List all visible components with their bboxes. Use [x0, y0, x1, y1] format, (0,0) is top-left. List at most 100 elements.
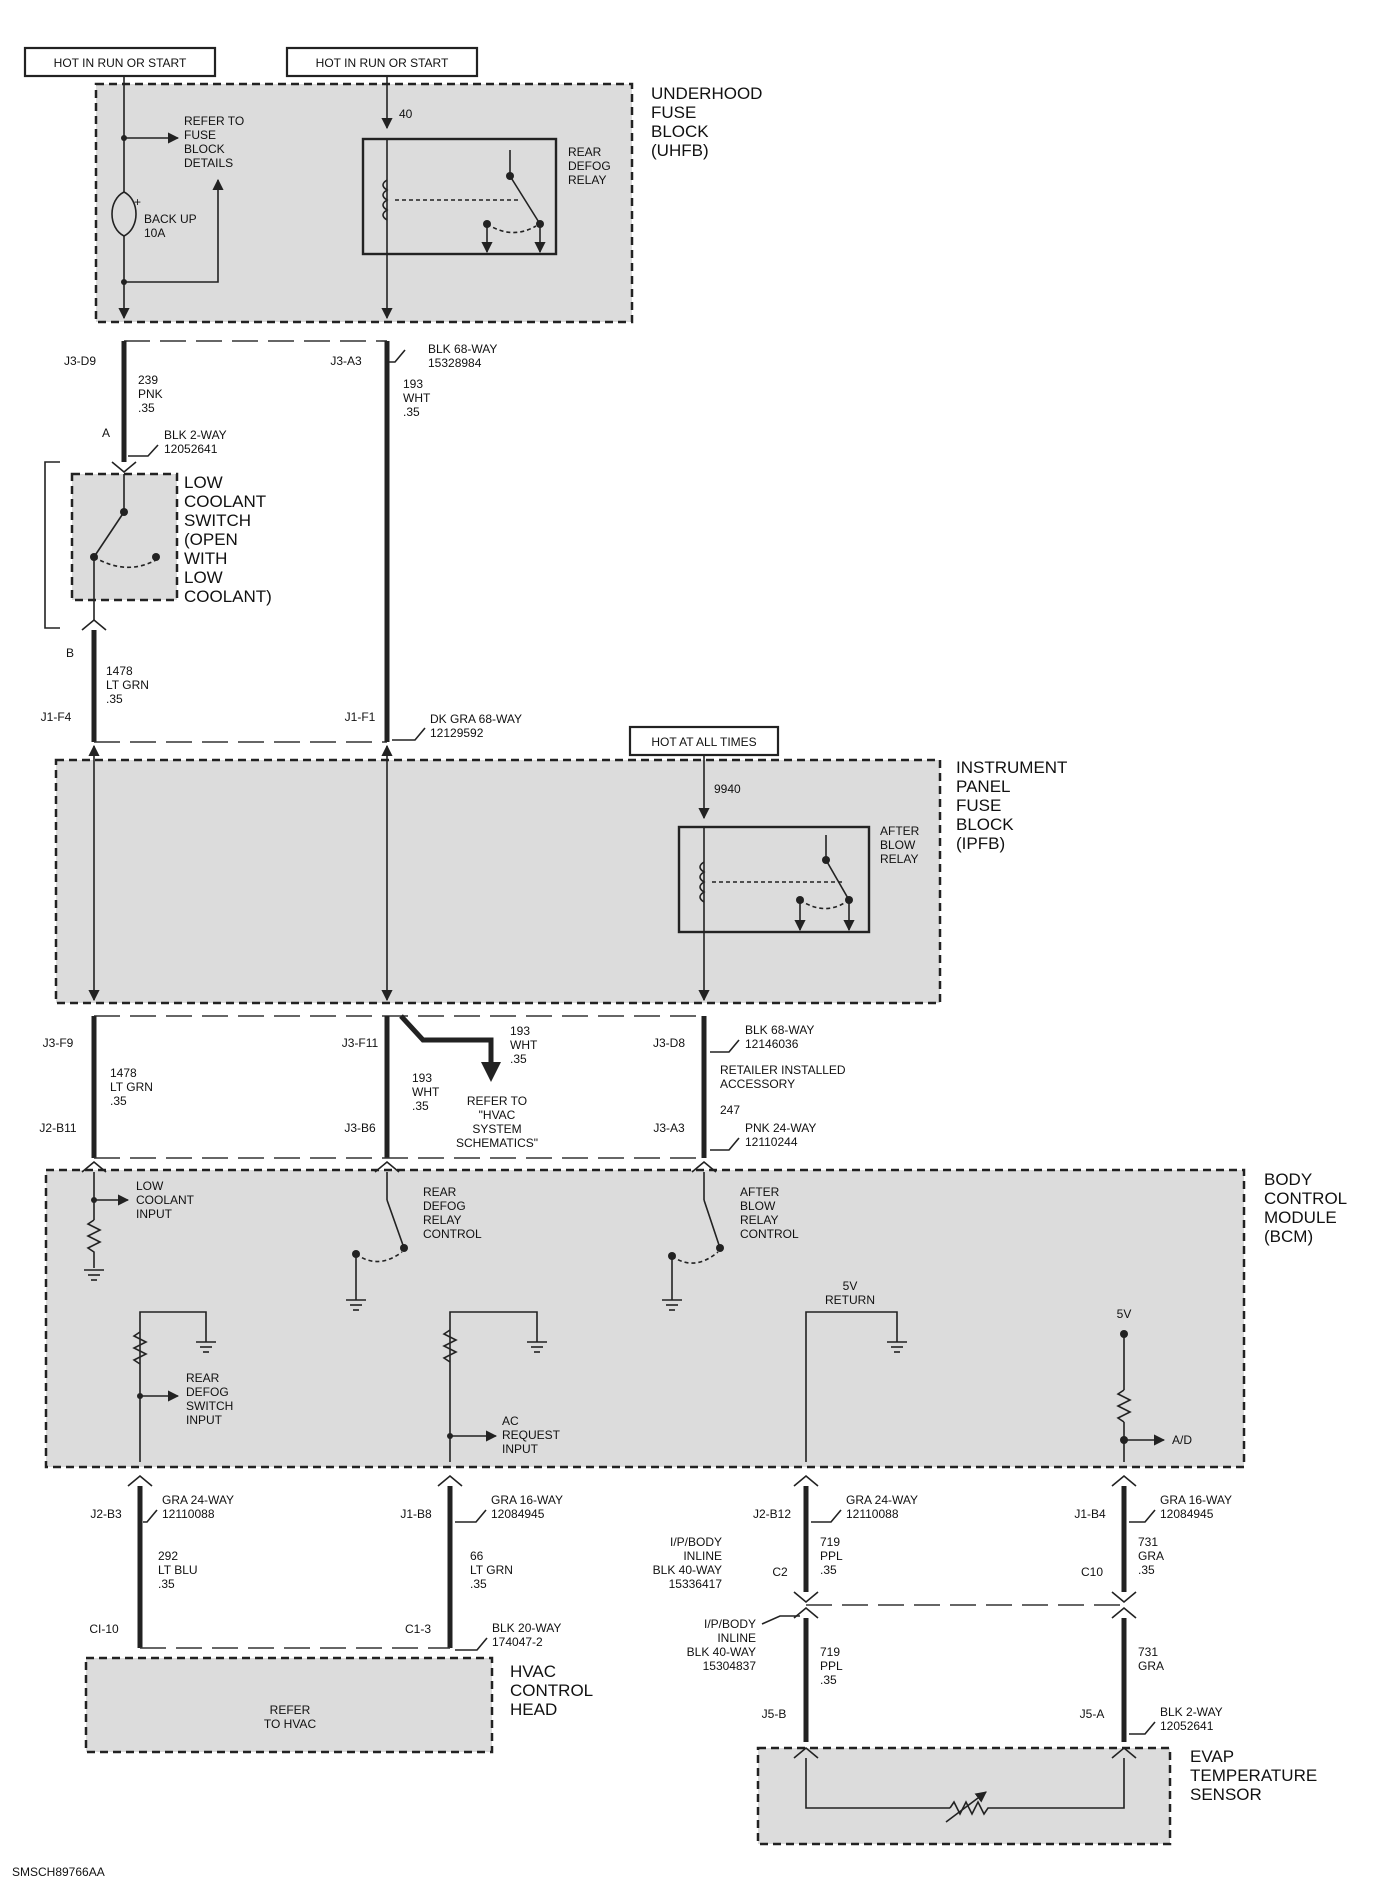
wire-1478-gauge: .35	[106, 692, 123, 706]
blk2-connector-type: BLK 2-WAY	[1160, 1705, 1223, 1719]
inline-top-label: INLINE	[683, 1549, 722, 1563]
wire-239-gauge: .35	[138, 401, 155, 415]
wire-193-bcm-number: 193	[412, 1071, 432, 1085]
wire-719b-color: PPL	[820, 1659, 843, 1673]
ac-request-label: REQUEST	[502, 1428, 561, 1442]
wire-193-top-color: WHT	[510, 1038, 538, 1052]
after-blow-relay-label: RELAY	[880, 852, 918, 866]
uhfb-refer-text: REFER TO FUSE BLOCK DETAILS	[184, 114, 244, 170]
backup-fuse-symbol	[111, 191, 137, 237]
pin-c1-10: CI-10	[89, 1622, 119, 1636]
blk20-connector-part: 174047-2	[492, 1635, 543, 1649]
ipfb-title-line: INSTRUMENT	[956, 758, 1067, 777]
instrument-panel-fuse-block	[54, 758, 942, 1005]
wire-719-gauge: .35	[820, 1563, 837, 1577]
hvac-control-head	[84, 1656, 494, 1754]
wire-731-color: GRA	[1138, 1549, 1164, 1563]
low-coolant-input-label: COOLANT	[136, 1193, 195, 1207]
pin-j1-b4: J1-B4	[1074, 1507, 1106, 1521]
low-coolant-switch-title: LOW COOLANT SWITCH (OPEN WITH LOW COOLAN…	[184, 473, 272, 606]
bcm-title-line: BODY	[1264, 1170, 1312, 1189]
wire-719-color: PPL	[820, 1549, 843, 1563]
switch-pin-a: A	[102, 426, 110, 440]
wire-731-gauge: .35	[1138, 1563, 1155, 1577]
inline-top-label: 15336417	[669, 1577, 723, 1591]
pin-j5-a: J5-A	[1080, 1707, 1105, 1721]
pin-c10: C10	[1081, 1565, 1103, 1579]
switch-title-line: SWITCH	[184, 511, 251, 530]
rear-defog-switch-label: SWITCH	[186, 1399, 233, 1413]
uhfb-refer-line: DETAILS	[184, 156, 233, 170]
wire-1478-number: 1478	[106, 664, 133, 678]
gra16-connector-type: GRA 16-WAY	[491, 1493, 563, 1507]
wire-193-top-number: 193	[510, 1024, 530, 1038]
hvac-refer-text: TO HVAC	[264, 1717, 317, 1731]
low-coolant-input-label: INPUT	[136, 1207, 173, 1221]
wire-719-number: 719	[820, 1535, 840, 1549]
switch-title-line: LOW	[184, 473, 223, 492]
inline-top-label: I/P/BODY	[670, 1535, 722, 1549]
inline-bottom-label: INLINE	[717, 1631, 756, 1645]
hot-all-times-label: HOT AT ALL TIMES	[628, 725, 780, 757]
rear-defog-relay-label: RELAY	[568, 173, 606, 187]
pnk-connector-part: 12110244	[745, 1135, 798, 1149]
bcm-title-line: MODULE	[1264, 1208, 1337, 1227]
rear-defog-control-label: REAR	[423, 1185, 457, 1199]
uhfb-title-line: UNDERHOOD	[651, 84, 762, 103]
after-blow-control-label: AFTER	[740, 1185, 780, 1199]
wire-193-gauge: .35	[403, 405, 420, 419]
wire-1478b-gauge: .35	[110, 1094, 127, 1108]
hvac-refer-text: REFER	[270, 1703, 311, 1717]
rear-defog-switch-label: INPUT	[186, 1413, 223, 1427]
low-coolant-switch	[70, 472, 179, 606]
after-blow-relay	[677, 825, 871, 934]
inline-bottom-label: BLK 40-WAY	[687, 1645, 756, 1659]
after-blow-control-label: CONTROL	[740, 1227, 799, 1241]
rear-defog-control-label: DEFOG	[423, 1199, 466, 1213]
ipfb-title-line: FUSE	[956, 796, 1001, 815]
gra24b-connector-part: 12110088	[846, 1507, 899, 1521]
after-blow-relay-label: AFTER	[880, 824, 920, 838]
uhfb-refer-line: BLOCK	[184, 142, 225, 156]
uhfb-title-line: BLOCK	[651, 122, 709, 141]
pin-j3-b6: J3-B6	[344, 1121, 376, 1135]
blk20-connector-type: BLK 20-WAY	[492, 1621, 561, 1635]
ipfb-title-line: BLOCK	[956, 815, 1014, 834]
pin-j5-b: J5-B	[762, 1707, 787, 1721]
gra24b-connector-type: GRA 24-WAY	[846, 1493, 918, 1507]
inline-bottom-label: I/P/BODY	[704, 1617, 756, 1631]
blk2-connector-part: 12052641	[1160, 1719, 1214, 1733]
wire-292-gauge: .35	[158, 1577, 175, 1591]
five-v-label: 5V	[1117, 1307, 1132, 1321]
pin-c2: C2	[772, 1565, 788, 1579]
after-blow-control-label: RELAY	[740, 1213, 778, 1227]
gra24-connector-part: 12110088	[162, 1507, 215, 1521]
ad-label: A/D	[1172, 1433, 1192, 1447]
pin-j2-b11: J2-B11	[39, 1121, 76, 1135]
wire-193-color: WHT	[403, 391, 431, 405]
bcm-title: BODY CONTROL MODULE (BCM)	[1264, 1170, 1347, 1246]
wire-731-number: 731	[1138, 1535, 1158, 1549]
bcm-title-line: (BCM)	[1264, 1227, 1313, 1246]
ipfb-fuse-number: 9940	[714, 782, 741, 796]
backup-fuse-label: BACK UP	[144, 212, 197, 226]
gra16-connector-part: 12084945	[491, 1507, 545, 1521]
wire-292-color: LT BLU	[158, 1563, 198, 1577]
refer-hvac-line: SYSTEM	[472, 1122, 521, 1136]
fuse-plus-sign: +	[134, 195, 141, 209]
conn1-connector-part: 15328984	[428, 356, 482, 370]
rear-defog-switch-label: REAR	[186, 1371, 220, 1385]
ipfb-title-line: PANEL	[956, 777, 1011, 796]
pin-j3-d8: J3-D8	[653, 1036, 685, 1050]
pin-c1-3: C1-3	[405, 1622, 431, 1636]
diagram-code: SMSCH89766AA	[12, 1865, 105, 1879]
pin-j3-f11: J3-F11	[342, 1036, 379, 1050]
body-control-module	[44, 1168, 1246, 1469]
wire-66-number: 66	[470, 1549, 484, 1563]
rear-defog-relay-label: REAR	[568, 145, 602, 159]
wire-731b-color: GRA	[1138, 1659, 1164, 1673]
ipfb-title: INSTRUMENT PANEL FUSE BLOCK (IPFB)	[956, 758, 1067, 853]
rear-defog-control-label: RELAY	[423, 1213, 461, 1227]
gra16b-connector-part: 12084945	[1160, 1507, 1214, 1521]
